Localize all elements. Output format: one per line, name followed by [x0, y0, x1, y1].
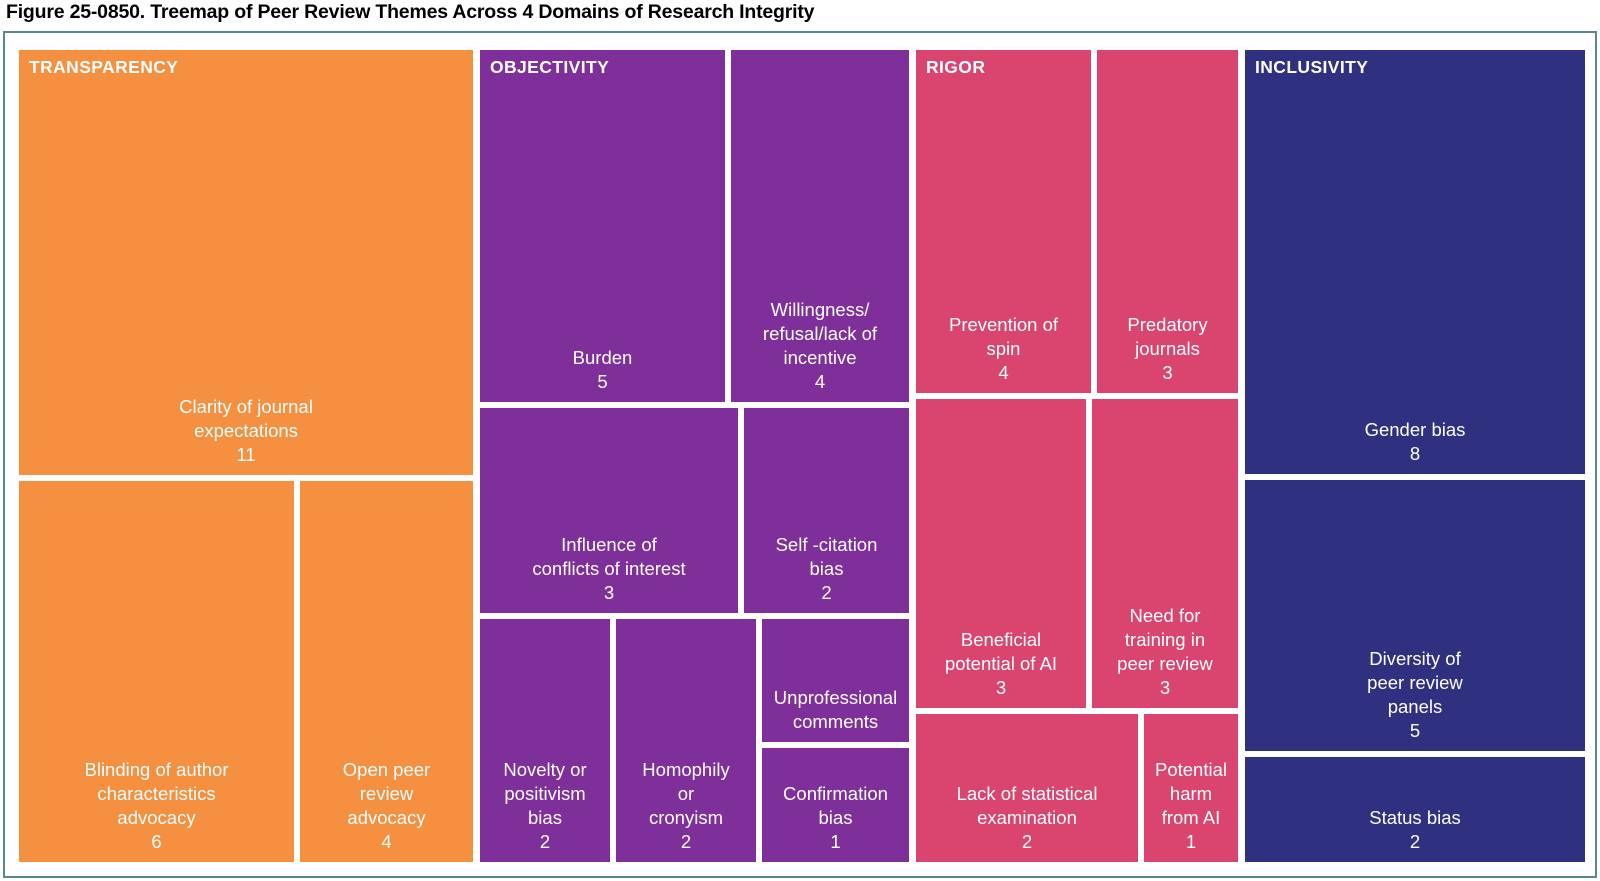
tile-label-line1: Unprofessional	[773, 686, 898, 708]
tile-label-line1: Influence of	[561, 533, 657, 555]
tile-value: 4	[998, 361, 1009, 383]
tile-value: 2	[1021, 830, 1033, 852]
tile-label-line2: peer review	[1367, 671, 1463, 693]
tile-influence-of-conflicts-of-interest[interactable]: Influence of conflicts of interest 3	[480, 408, 738, 613]
tile-prevention-of-spin[interactable]: RIGOR Prevention of spin 4	[916, 50, 1091, 393]
tile-value: 1	[1185, 830, 1197, 852]
group-title-transparency: TRANSPARENCY	[29, 57, 179, 77]
tile-label-line2: or	[677, 782, 695, 804]
tile-label-line2: conflicts of interest	[532, 557, 686, 579]
tile-label-line1: Willingness/	[770, 298, 870, 320]
tile-need-for-training-in-peer-review[interactable]: Need for training in peer review 3	[1092, 399, 1238, 708]
tile-label-line2: examination	[977, 806, 1077, 828]
tile-lack-of-statistical-examination[interactable]: Lack of statistical examination 2	[916, 714, 1138, 862]
tile-label-line2: bias	[818, 806, 853, 828]
tile-open-peer-review-advocacy[interactable]: Open peer review advocacy 4	[300, 481, 473, 862]
tile-label-line2: potential of AI	[944, 652, 1058, 674]
tile-value: 3	[603, 581, 615, 603]
tile-label-line1: Predatory	[1127, 313, 1208, 335]
tile-unprofessional-comments[interactable]: Unprofessional comments	[762, 619, 909, 742]
tile-label-line3: advocacy	[347, 806, 426, 828]
tile-label-line2: bias	[809, 557, 844, 579]
tile-label-line1: Homophily	[642, 758, 730, 780]
tile-label-line1: Gender bias	[1364, 418, 1466, 440]
tile-blinding-of-author-characteristics-advocacy[interactable]: Blinding of author characteristics advoc…	[19, 481, 294, 862]
treemap: TRANSPARENCY Clarity of journal expectat…	[19, 50, 1585, 862]
tile-label-line2: spin	[986, 337, 1021, 359]
tile-beneficial-potential-of-ai[interactable]: Beneficial potential of AI 3	[916, 399, 1086, 708]
tile-label-line2: journals	[1135, 337, 1200, 359]
tile-value: 5	[597, 370, 608, 392]
tile-value: 2	[1409, 830, 1421, 852]
tile-potential-harm-from-ai[interactable]: Potential harm from AI 1	[1144, 714, 1238, 862]
page-title: Figure 25-0850. Treemap of Peer Review T…	[6, 1, 815, 23]
chart-frame: TRANSPARENCY Clarity of journal expectat…	[3, 31, 1597, 878]
tile-predatory-journals[interactable]: Predatory journals 3	[1097, 50, 1238, 393]
group-title-rigor: RIGOR	[926, 57, 986, 77]
tile-label-line2: characteristics	[97, 782, 216, 804]
tile-label-line3: peer review	[1117, 652, 1213, 674]
tile-gender-bias[interactable]: INCLUSIVITY Gender bias 8	[1245, 50, 1585, 474]
tile-label-line2: refusal/lack of	[762, 322, 878, 344]
tile-value: 11	[236, 443, 256, 465]
group-title-objectivity: OBJECTIVITY	[490, 57, 610, 77]
tile-label-line1: Blinding of author	[84, 758, 229, 780]
tile-label-line2: review	[359, 782, 414, 804]
tile-label-line1: Novelty or	[503, 758, 587, 780]
group-title-inclusivity: INCLUSIVITY	[1255, 57, 1369, 77]
tile-label-line3: advocacy	[117, 806, 196, 828]
tile-value: 3	[1159, 676, 1171, 698]
tile-label-line1: Confirmation	[783, 782, 888, 804]
tile-status-bias[interactable]: Status bias 2	[1245, 757, 1585, 862]
tile-value: 4	[381, 830, 392, 852]
tile-label-line1: Diversity of	[1369, 647, 1461, 669]
tile-label-line1: Potential	[1155, 758, 1227, 780]
tile-burden[interactable]: OBJECTIVITY Burden 5	[480, 50, 725, 402]
tile-label-line1: Beneficial	[960, 628, 1042, 650]
tile-label-line1: Need for	[1129, 604, 1201, 626]
tile-label-line1: Prevention of	[948, 313, 1058, 335]
tile-value: 2	[539, 830, 551, 852]
tile-self-citation-bias[interactable]: Self -citation bias 2	[744, 408, 909, 613]
tile-label-line1: Self -citation	[775, 533, 878, 555]
tile-label-line2: training in	[1124, 628, 1206, 650]
tile-homophily-or-cronyism[interactable]: Homophily or cronyism 2	[616, 619, 756, 862]
tile-label-line1: Burden	[572, 346, 633, 368]
tile-value: 4	[814, 370, 826, 392]
tile-confirmation-bias[interactable]: Confirmation bias 1	[762, 748, 909, 862]
tile-value: 1	[830, 830, 841, 852]
tile-label-line2: comments	[792, 710, 879, 732]
tile-value: 3	[995, 676, 1007, 698]
tile-label-line1: Open peer	[342, 758, 431, 780]
tile-novelty-or-positivism-bias[interactable]: Novelty or positivism bias 2	[480, 619, 610, 862]
tile-value: 5	[1409, 719, 1421, 741]
tile-label-line3: incentive	[783, 346, 857, 368]
tile-clarity-of-journal-expectations[interactable]: TRANSPARENCY Clarity of journal expectat…	[19, 50, 473, 475]
tile-willingness-refusal-lack-of-incentive[interactable]: Willingness/ refusal/lack of incentive 4	[731, 50, 909, 402]
tile-value: 2	[821, 581, 832, 603]
tile-value: 2	[680, 830, 692, 852]
tile-label-line3: bias	[528, 806, 562, 828]
tile-value: 3	[1162, 361, 1173, 383]
tile-diversity-of-peer-review-panels[interactable]: Diversity of peer review panels 5	[1245, 480, 1585, 751]
tile-label-line1: Status bias	[1369, 806, 1461, 828]
tile-value: 6	[151, 830, 162, 852]
tile-label-line3: panels	[1387, 695, 1443, 717]
tile-label-line2: harm	[1169, 782, 1213, 804]
tile-label-line2: expectations	[194, 419, 298, 441]
tile-label-line2: positivism	[504, 782, 586, 804]
tile-value: 8	[1409, 442, 1421, 464]
tile-label-line3: from AI	[1161, 806, 1221, 828]
tile-label-line1: Clarity of journal	[179, 395, 313, 417]
tile-label-line1: Lack of statistical	[956, 782, 1098, 804]
tile-label-line3: cronyism	[648, 806, 723, 828]
